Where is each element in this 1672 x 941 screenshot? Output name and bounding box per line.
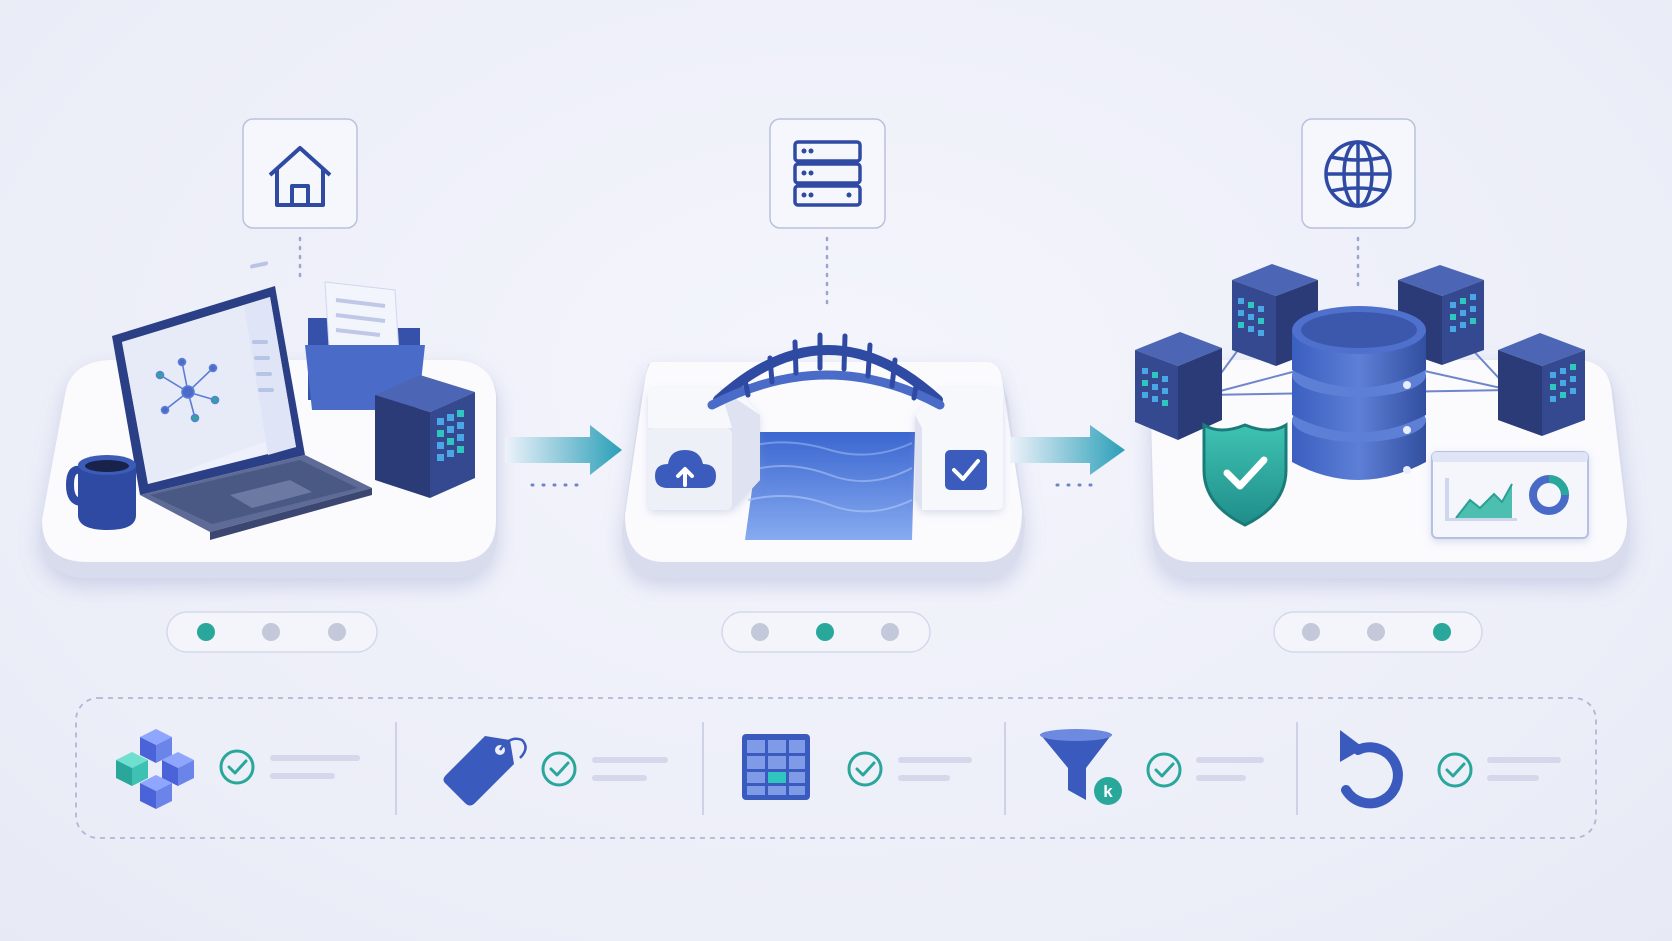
stage-database-network xyxy=(1135,118,1630,578)
check-circle-icon xyxy=(847,751,883,787)
top-icon-box-1 xyxy=(242,118,358,280)
node-cube-right xyxy=(1498,333,1585,436)
feature-item-5 xyxy=(1340,730,1561,809)
check-circle-icon xyxy=(1146,752,1182,788)
globe-icon xyxy=(1324,140,1392,208)
step-indicator-2 xyxy=(721,611,931,653)
top-icon-box-3 xyxy=(1301,118,1416,292)
network-graph-icon xyxy=(155,357,220,423)
bridge-icon xyxy=(707,332,945,410)
filter-badge-text: k xyxy=(1103,782,1113,801)
feature-item-2 xyxy=(443,736,668,806)
top-icon-box-2 xyxy=(769,118,886,307)
checkbox-icon xyxy=(945,450,987,490)
step-dot xyxy=(1433,623,1451,641)
feature-item-1 xyxy=(116,729,360,809)
upload-block xyxy=(648,388,760,510)
laptop xyxy=(112,261,372,540)
flow-arrow-1 xyxy=(505,425,622,487)
area-chart-icon xyxy=(1455,483,1513,519)
step-indicator-3 xyxy=(1273,611,1483,653)
check-block xyxy=(915,388,1003,510)
analytics-card xyxy=(1431,451,1589,539)
step-dot xyxy=(751,623,769,641)
feature-item-4: k xyxy=(1040,729,1264,805)
step-dot xyxy=(1302,623,1320,641)
check-circle-icon xyxy=(219,749,255,785)
flow-arrow-2 xyxy=(1010,425,1125,487)
node-cube-left xyxy=(1135,332,1222,440)
refresh-icon xyxy=(1340,730,1403,809)
table-grid-icon xyxy=(742,734,810,800)
check-circle-icon xyxy=(1437,752,1473,788)
filter-k-icon: k xyxy=(1040,729,1122,805)
donut-chart-icon xyxy=(1529,475,1569,515)
cubes-icon xyxy=(116,729,194,809)
step-dot xyxy=(881,623,899,641)
cloud-upload-icon xyxy=(655,450,716,488)
check-circle-icon xyxy=(541,751,577,787)
tag-icon xyxy=(443,736,527,806)
feature-strip: k xyxy=(75,697,1597,839)
server-icon xyxy=(793,140,862,207)
step-dot xyxy=(816,623,834,641)
database-icon xyxy=(1292,306,1426,480)
feature-item-3 xyxy=(742,734,972,800)
shield-check-icon xyxy=(1202,422,1288,527)
server-cube-icon xyxy=(375,375,475,498)
home-icon xyxy=(268,146,332,207)
stage-bridge xyxy=(622,118,1025,578)
step-dot xyxy=(262,623,280,641)
step-dot xyxy=(197,623,215,641)
folder-icon xyxy=(305,281,425,410)
step-dot xyxy=(1367,623,1385,641)
step-indicator-1 xyxy=(166,611,378,653)
stage-workspace xyxy=(40,118,498,578)
step-dot xyxy=(328,623,346,641)
coffee-mug-icon xyxy=(65,455,136,530)
